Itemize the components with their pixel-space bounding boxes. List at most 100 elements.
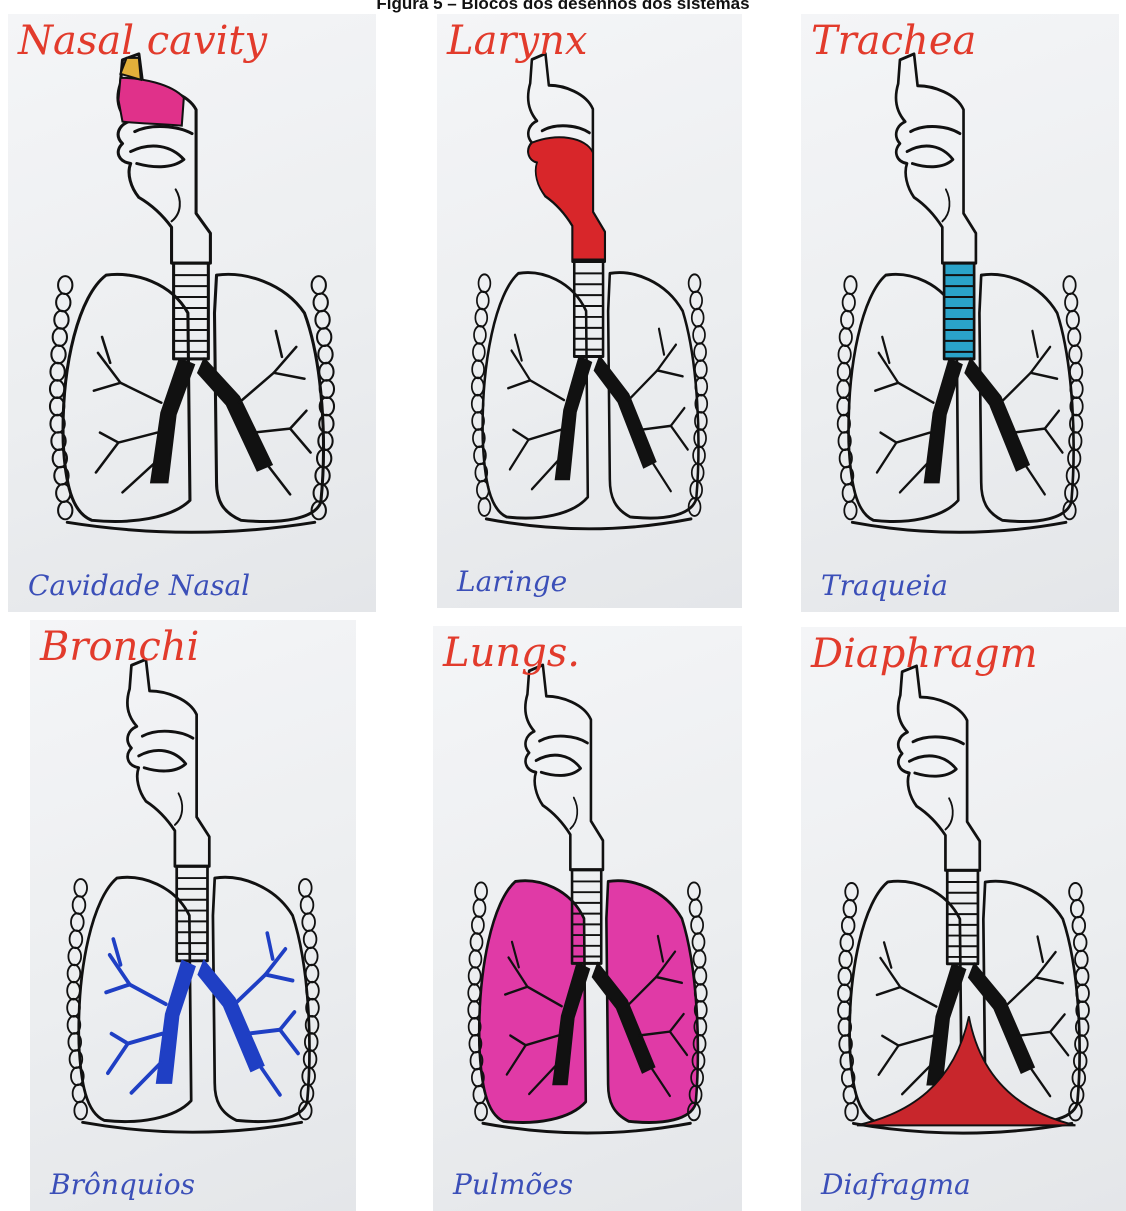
pleura-bead [843, 293, 855, 311]
bronchiole [98, 353, 161, 403]
pleura-bead [844, 1086, 857, 1104]
epiglottis [175, 793, 182, 825]
bronchiole [877, 433, 930, 473]
pleura-bead [843, 484, 855, 502]
pleura-bead [844, 501, 856, 519]
pleura-bead [477, 292, 489, 310]
nasal-cavity-fill [118, 78, 183, 126]
pleura-bead [73, 896, 86, 914]
pleura-bead [56, 293, 70, 311]
bronchiole [280, 1012, 294, 1030]
pleura-bead [71, 913, 84, 931]
pleura-bead [318, 345, 332, 363]
pleura-bead [845, 1103, 858, 1121]
pleura-bead [305, 1033, 318, 1051]
bronchiole [532, 460, 559, 490]
pleura-bead [844, 900, 857, 918]
pleura-bead [304, 930, 317, 948]
drawing-svg [30, 620, 356, 1211]
pleura-bead [838, 345, 850, 363]
pleura-bead [305, 948, 318, 966]
pleura-bead [73, 1085, 86, 1103]
respiratory-drawing [472, 54, 707, 529]
palate [539, 736, 587, 743]
panel-title: Lungs. [443, 630, 580, 676]
pleura-bead [1069, 883, 1082, 901]
drawing-svg [433, 626, 742, 1211]
drawing-panel-larynx: LarynxLaringe [437, 14, 742, 608]
pleura-bead [1065, 293, 1077, 311]
pleura-bead [845, 883, 858, 901]
bronchiole [513, 430, 528, 440]
pleura-bead [314, 293, 328, 311]
pleura-bead [1070, 415, 1082, 433]
pleura-bead [689, 274, 701, 292]
pleura-bead [838, 968, 851, 986]
bronchiole [651, 460, 671, 492]
pleura-base [852, 522, 1066, 532]
pleura-base [83, 1122, 302, 1132]
pleura-bead [693, 326, 705, 344]
epiglottis [172, 189, 180, 221]
drawing-panel-nasal-cavity: Nasal cavityCavidade Nasal [8, 14, 376, 612]
pleura-base [486, 519, 691, 529]
respiratory-drawing [838, 666, 1089, 1133]
pleura-bead [473, 899, 485, 917]
panel-label: Traqueia [821, 569, 948, 602]
bronchiole [274, 373, 305, 379]
pleura-bead [839, 951, 852, 969]
pleura-bead [475, 309, 487, 327]
bronchiole [267, 933, 272, 959]
bronchiole [1031, 373, 1058, 379]
pleura-bead [58, 501, 72, 519]
drawing-svg [437, 14, 742, 608]
pleura-bead [690, 899, 702, 917]
bronchiole [508, 380, 530, 388]
pleura-bead [1074, 934, 1087, 952]
pleura-bead [472, 916, 484, 934]
pleura-bead [692, 309, 704, 327]
panel-title: Bronchi [40, 624, 199, 670]
bronchiole [131, 1063, 160, 1093]
pleura-bead [50, 363, 64, 381]
respiratory-drawing [837, 54, 1082, 532]
pleura-bead [299, 879, 312, 897]
tongue [536, 755, 581, 775]
drawing-panel-diaphragm: DiaphragmDiafragma [801, 627, 1126, 1211]
pleura-bead [477, 481, 489, 499]
epiglottis [942, 189, 949, 221]
pleura-bead [302, 913, 315, 931]
pleura-bead [472, 378, 484, 396]
right-main-bronchus [965, 359, 1029, 471]
panel-label: Pulmões [453, 1168, 573, 1201]
pleura-bead [67, 982, 80, 1000]
pleura-bead [838, 985, 851, 1003]
tongue [907, 146, 953, 167]
drawing-svg [801, 14, 1119, 612]
head-outline [896, 54, 976, 263]
pleura-bead [1075, 1035, 1088, 1053]
bronchiole [877, 987, 900, 995]
pleura-bead [471, 933, 483, 951]
pleura-bead [695, 360, 707, 378]
palate [911, 127, 960, 134]
bronchiole [512, 351, 565, 401]
pleura-bead [473, 343, 485, 361]
bronchiole [659, 329, 664, 355]
figure-caption: Figura 5 – Blocos dos desenhos dos siste… [0, 0, 1126, 14]
pleura-bead [317, 328, 331, 346]
pleura-bead [68, 965, 81, 983]
palate [142, 731, 193, 738]
pleura-bead [692, 933, 704, 951]
palate [542, 126, 589, 133]
right-main-bronchus [595, 357, 656, 468]
trachea [947, 870, 978, 963]
bronchiole [1038, 937, 1043, 962]
bronchiole [112, 1034, 128, 1044]
pleura-bead [50, 380, 64, 398]
bronchiole [1029, 1065, 1051, 1096]
epiglottis [570, 798, 577, 829]
bronchiole [671, 408, 685, 426]
pleura-bead [840, 328, 852, 346]
pleura-bead [844, 276, 856, 294]
